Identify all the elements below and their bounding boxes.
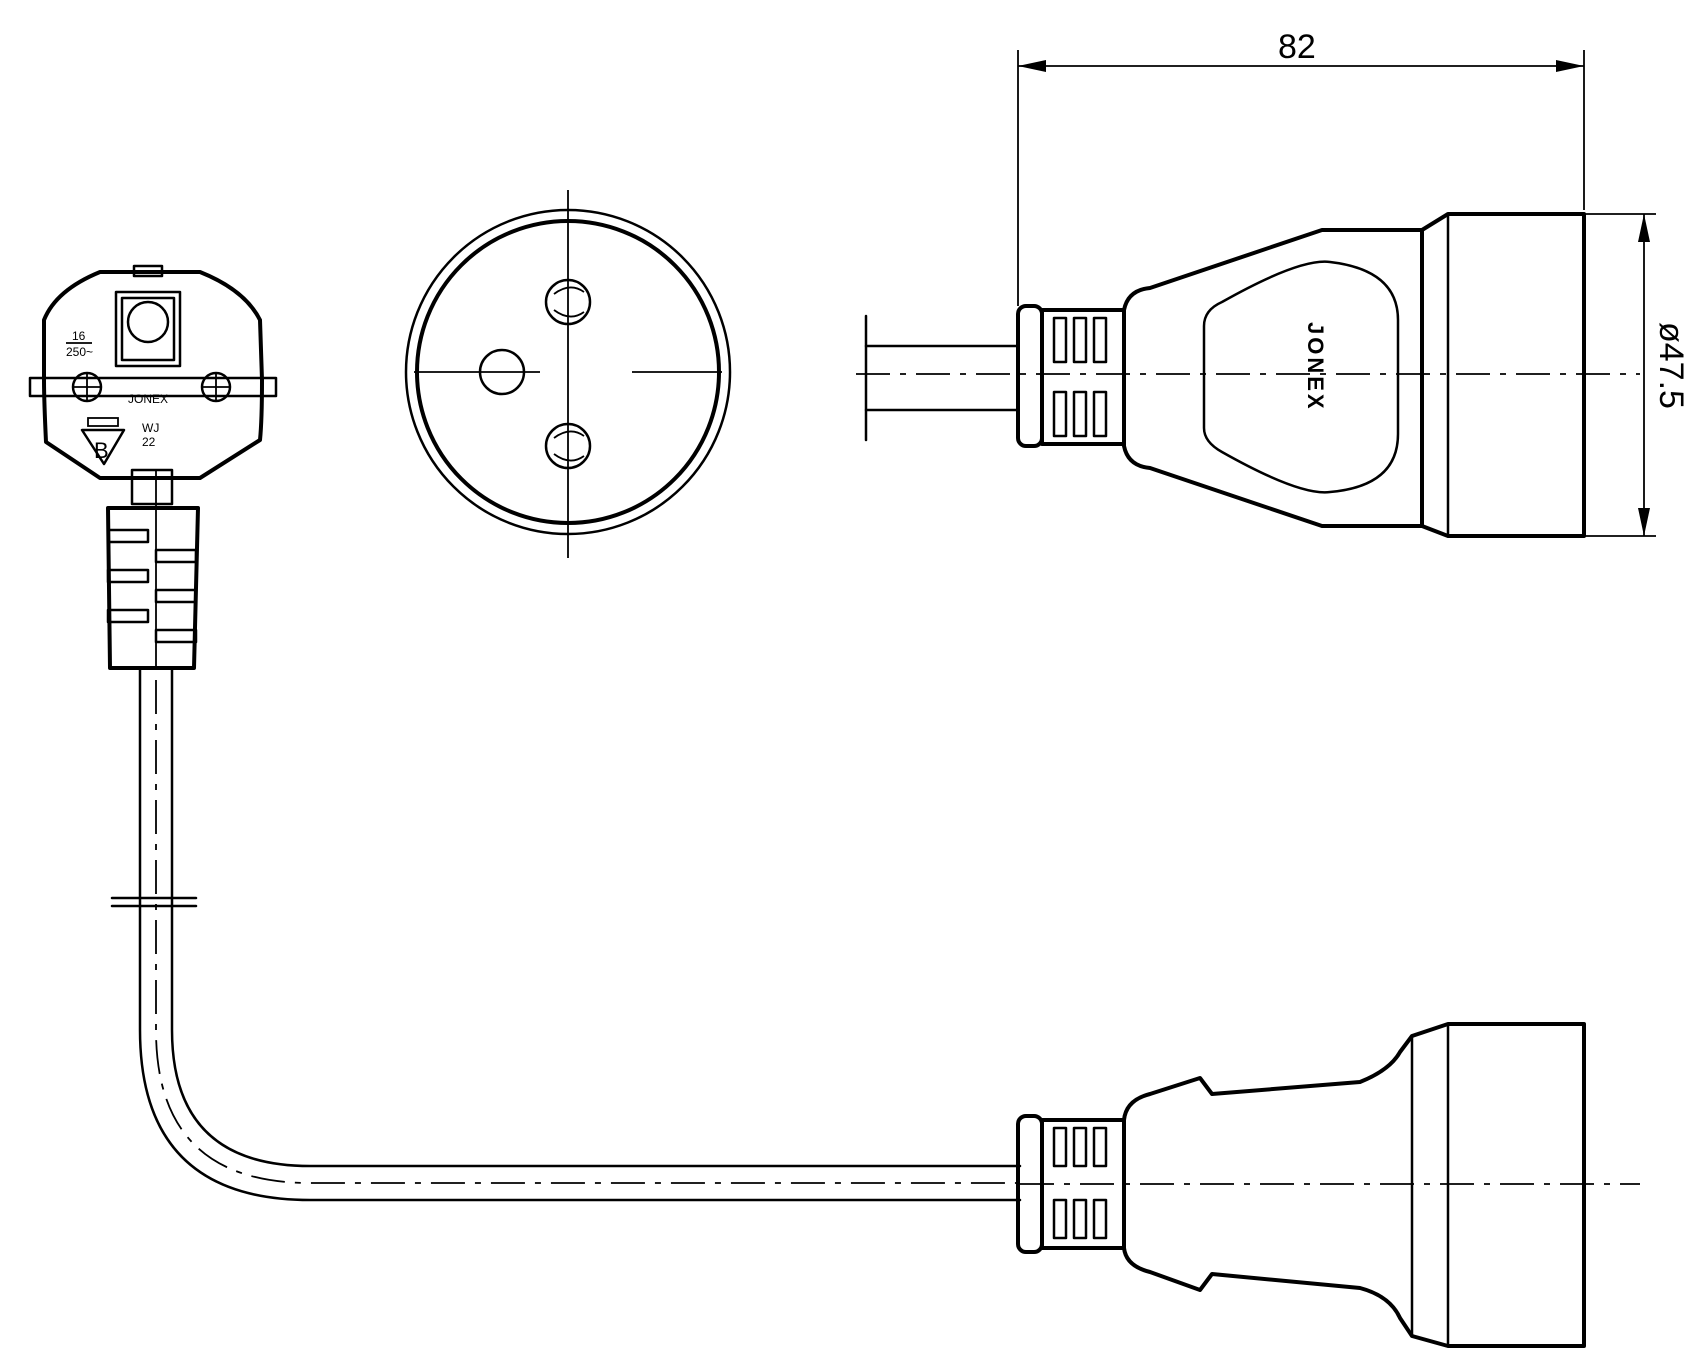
socket-side-view-top: JONEX <box>856 212 1640 538</box>
plug-front-view: 16 250~ JONEX B WJ 22 <box>28 264 278 670</box>
plug-brand-label: JONEX <box>128 392 168 406</box>
dimension-diameter: ø47.5 <box>1584 213 1690 537</box>
rating-voltage-label: 250~ <box>66 345 93 359</box>
diameter-dimension-label: ø47.5 <box>1652 322 1690 409</box>
cable <box>110 666 1022 1202</box>
cert-letter-label: B <box>94 438 109 463</box>
wire-size-label: 22 <box>142 435 156 449</box>
socket-brand-label: JONEX <box>1303 322 1328 412</box>
rating-current-label: 16 <box>72 329 86 343</box>
socket-face-view <box>404 190 732 558</box>
wire-code-label: WJ <box>142 421 159 435</box>
length-dimension-label: 82 <box>1278 28 1316 66</box>
socket-side-view-bottom <box>1016 1022 1640 1348</box>
dimension-length: 82 <box>1017 28 1585 306</box>
